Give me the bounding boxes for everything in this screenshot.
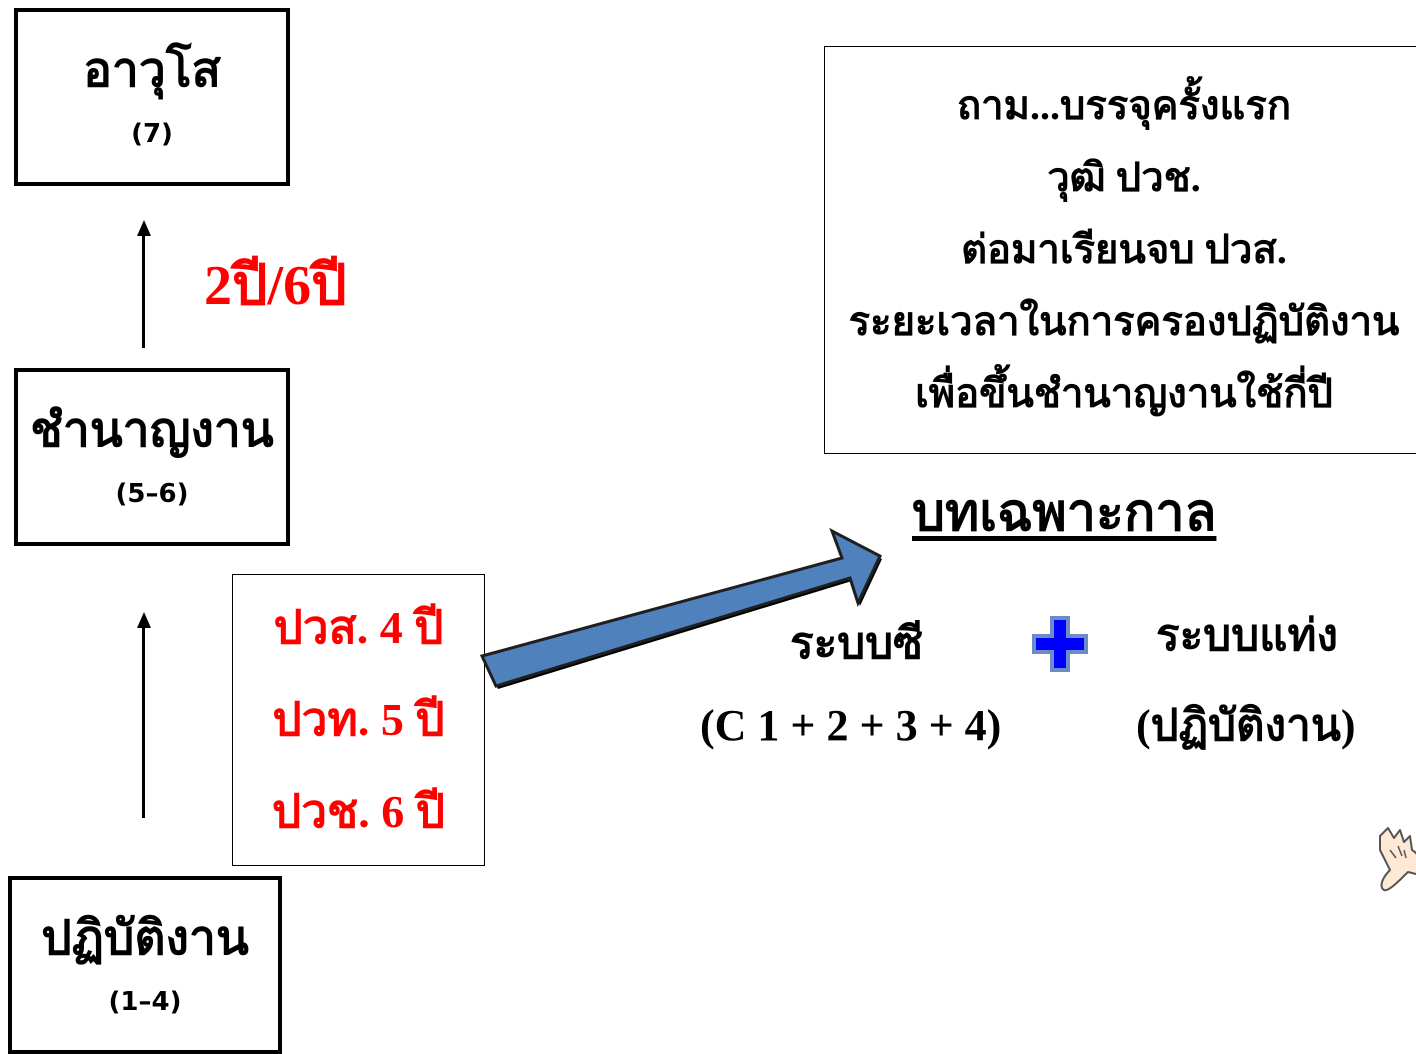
- question-box: ถาม...บรรจุครั้งแรก วุฒิ ปวช. ต่อมาเรียน…: [824, 46, 1416, 454]
- diagonal-arrow-icon: [479, 527, 882, 689]
- question-line: วุฒิ ปวช.: [1047, 155, 1201, 200]
- question-line: เพื่อขึ้นชำนาญงานใช้กี่ปี: [915, 371, 1333, 416]
- level-title-senior: อาวุโส: [83, 43, 221, 97]
- level-box-experienced: ชำนาญงาน (5–6): [14, 368, 290, 546]
- promotion-duration-label: 2ปี/6ปี: [204, 255, 347, 317]
- question-line: ระยะเวลาในการครองปฏิบัติงาน: [848, 299, 1400, 344]
- bar-system-level: (ปฏิบัติงาน): [1136, 701, 1356, 750]
- level-range-senior: (7): [131, 119, 173, 150]
- level-range-operational: (1–4): [108, 987, 182, 1018]
- education-requirements-box: ปวส. 4 ปี ปวท. 5 ปี ปวช. 6 ปี: [232, 574, 485, 866]
- level-title-operational: ปฏิบัติงาน: [41, 911, 249, 965]
- question-line: ต่อมาเรียนจบ ปวส.: [961, 227, 1287, 272]
- hand-icon: [1379, 827, 1416, 892]
- level-range-experienced: (5–6): [115, 479, 189, 510]
- level-title-experienced: ชำนาญงาน: [30, 403, 274, 457]
- c-system-formula: (C 1 + 2 + 3 + 4): [700, 701, 1002, 750]
- bar-system-title: ระบบแท่ง: [1156, 611, 1338, 660]
- transition-title: บทเฉพาะกาล: [912, 485, 1217, 542]
- question-line: ถาม...บรรจุครั้งแรก: [956, 83, 1292, 128]
- level-box-senior: อาวุโส (7): [14, 8, 290, 186]
- education-item: ปวท. 5 ปี: [272, 694, 445, 745]
- education-item: ปวส. 4 ปี: [273, 602, 444, 653]
- education-item: ปวช. 6 ปี: [272, 786, 445, 837]
- plus-icon: [1032, 616, 1088, 672]
- c-system-title: ระบบซี: [790, 619, 923, 668]
